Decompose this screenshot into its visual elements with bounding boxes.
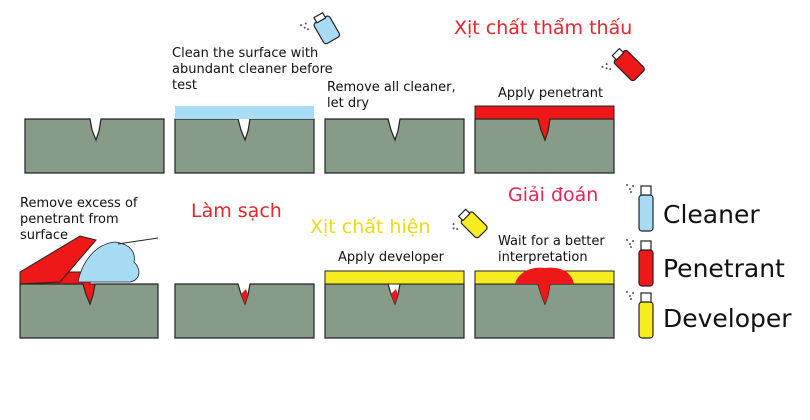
- cleaner-layer: [175, 106, 314, 119]
- step-label-apply-penetrant: Apply penetrant: [498, 86, 604, 101]
- panel-developer: [324, 270, 465, 339]
- viet-label-spray-penetrant: Xịt chất thẩm thấu: [454, 17, 633, 39]
- panel-remove-excess: [19, 235, 159, 339]
- viet-label-spray-developer: Xịt chất hiện: [310, 216, 431, 238]
- penetrant-layer: [474, 105, 615, 142]
- step-label-remove-excess: Remove excess of penetrant from surface: [20, 196, 138, 243]
- viet-label-interpret: Giải đoán: [508, 184, 599, 206]
- panel-cleaned: [174, 283, 315, 339]
- step-label-apply-developer: Apply developer: [338, 250, 444, 265]
- step-label-clean: Clean the surface with abundant cleaner …: [172, 46, 333, 93]
- step-label-dry: Remove all cleaner, let dry: [327, 80, 456, 111]
- cleaner-spray-can-icon: [299, 11, 341, 45]
- panel-dry: [324, 118, 465, 174]
- penetrant-wipe-strip: [19, 235, 97, 285]
- viet-label-clean: Làm sạch: [191, 200, 282, 222]
- penetrant-spray-can-icon: [601, 47, 645, 82]
- panel-cleaning: [174, 106, 315, 174]
- legend-penetrant-can-icon: [626, 239, 654, 287]
- legend-cleaner-can-icon: [626, 184, 654, 232]
- legend-label-cleaner: Cleaner: [663, 200, 760, 229]
- legend-label-penetrant: Penetrant: [663, 254, 785, 283]
- cleaning-wipe: [77, 241, 140, 283]
- indication-bleedout: [515, 267, 574, 304]
- legend-label-developer: Developer: [663, 304, 792, 333]
- step-label-interpret: Wait for a better interpretation: [498, 234, 605, 265]
- panel-penetrant: [474, 105, 615, 174]
- developer-spray-can-icon: [452, 208, 488, 239]
- panel-interpretation: [474, 267, 615, 339]
- panel-part-with-crack: [24, 118, 165, 174]
- legend-developer-can-icon: [626, 291, 654, 339]
- developer-layer: [324, 270, 465, 285]
